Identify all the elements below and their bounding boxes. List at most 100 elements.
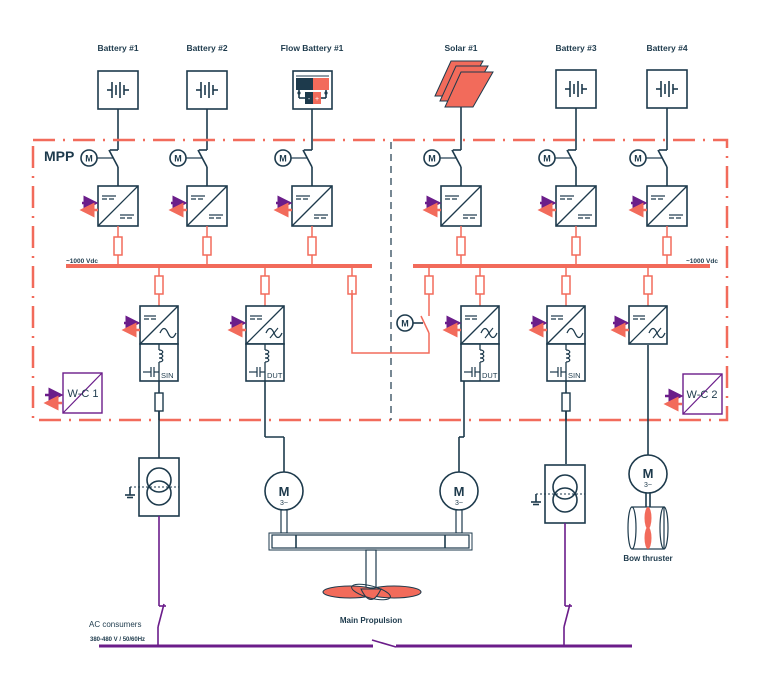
fuse-icon bbox=[260, 275, 270, 295]
motor-operator-label: M bbox=[634, 154, 642, 164]
motor-label: M bbox=[643, 466, 654, 481]
source-label-flow-battery-1: Flow Battery #1 bbox=[281, 43, 344, 53]
motor-label: M bbox=[454, 484, 465, 499]
dcdc-converter-2: M bbox=[168, 149, 228, 266]
inverter-1: SIN bbox=[121, 305, 179, 420]
dcdc-converter-3: M bbox=[273, 149, 333, 266]
battery-icon bbox=[186, 70, 228, 110]
source-label-battery-4: Battery #4 bbox=[646, 43, 687, 53]
dcdc-converter-6: M bbox=[628, 149, 688, 266]
fuse-icon bbox=[202, 236, 212, 256]
dc-bus-right-label: ~1000 Vdc bbox=[686, 258, 718, 265]
filter-label: SIN bbox=[161, 371, 174, 380]
motor-operator-icon bbox=[274, 149, 292, 167]
inverter-3: DUT bbox=[442, 305, 500, 382]
inverter-4: SIN bbox=[528, 305, 586, 420]
svg-text:-: - bbox=[308, 96, 311, 103]
source-label-solar-1: Solar #1 bbox=[444, 43, 477, 53]
mpp-boundary bbox=[31, 138, 729, 422]
dcdc-converter-1: M bbox=[79, 149, 139, 266]
motor-operator-icon bbox=[629, 149, 647, 167]
wc-unit-1: W-C 1 bbox=[43, 372, 103, 414]
source-label-battery-1: Battery #1 bbox=[97, 43, 138, 53]
bus-fuse-4 bbox=[424, 266, 434, 300]
source-label-battery-3: Battery #3 bbox=[555, 43, 596, 53]
fuse-icon bbox=[113, 236, 123, 256]
wc-unit-2: W-C 2 bbox=[663, 373, 723, 415]
fuse-icon bbox=[475, 275, 485, 295]
motor-label: M bbox=[279, 484, 290, 499]
fuse-icon bbox=[456, 236, 466, 256]
fuse-icon bbox=[561, 275, 571, 295]
transformer-icon bbox=[125, 457, 180, 517]
ac-bus bbox=[99, 516, 632, 648]
inverter-2: DUT bbox=[227, 305, 285, 382]
motor-operator-icon bbox=[80, 149, 98, 167]
propulsion-motor-1: M 3~ bbox=[264, 471, 304, 534]
switch-blade bbox=[566, 149, 577, 168]
fuse-icon bbox=[571, 236, 581, 256]
fuse-icon bbox=[561, 392, 571, 412]
bus-fuse-7 bbox=[643, 266, 653, 306]
switch-blade bbox=[451, 149, 462, 168]
dcdc-converter-4: M bbox=[422, 149, 482, 266]
switch-blade bbox=[657, 149, 668, 168]
bow-thruster-motor: M 3~ bbox=[628, 454, 668, 507]
fuse-icon bbox=[643, 275, 653, 295]
bus-tie: M bbox=[351, 290, 430, 354]
transformer-icon bbox=[531, 464, 586, 524]
filter-label: DUT bbox=[267, 371, 283, 380]
bus-fuse-5 bbox=[475, 266, 485, 306]
bow-thruster-label: Bow thruster bbox=[623, 554, 672, 563]
motor-phase-label: 3~ bbox=[280, 500, 288, 507]
propeller-icon bbox=[322, 583, 422, 601]
wc-unit-2-label: W-C 2 bbox=[687, 389, 718, 401]
motor-operator-icon bbox=[169, 149, 187, 167]
motor-operator-icon bbox=[423, 149, 441, 167]
solar-panel-icon bbox=[434, 60, 494, 108]
motor-operator-label: M bbox=[428, 154, 436, 164]
motor-operator-label: M bbox=[543, 154, 551, 164]
motor-operator-icon bbox=[538, 149, 556, 167]
motor-operator-label: M bbox=[279, 154, 287, 164]
fuse-icon bbox=[154, 275, 164, 295]
fuse-icon bbox=[307, 236, 317, 256]
bus-fuse-6 bbox=[561, 266, 571, 306]
switch-blade bbox=[108, 149, 119, 168]
ac-consumers-label: AC consumers bbox=[89, 620, 141, 629]
inductor-icon bbox=[479, 349, 485, 363]
bow-thruster-icon bbox=[627, 506, 669, 550]
switch-blade bbox=[197, 149, 208, 168]
wc-unit-1-label: W-C 1 bbox=[68, 388, 99, 400]
battery-icon bbox=[646, 69, 688, 109]
gearbox bbox=[268, 532, 473, 589]
dcdc-converter-5: M bbox=[537, 149, 597, 266]
ac-bus-rating-label: 380-480 V / 50/60Hz bbox=[90, 637, 145, 643]
bus-fuse-1 bbox=[154, 266, 164, 306]
inverter-5 bbox=[610, 305, 668, 345]
battery-icon bbox=[97, 70, 139, 110]
inductor-icon bbox=[158, 349, 164, 363]
motor-phase-label: 3~ bbox=[455, 500, 463, 507]
fuse-icon bbox=[154, 392, 164, 412]
main-propulsion-label: Main Propulsion bbox=[340, 616, 402, 625]
tie-motor-label: M bbox=[401, 319, 409, 329]
battery-icon bbox=[555, 69, 597, 109]
sine-wave-icon bbox=[566, 327, 584, 339]
source-feeders bbox=[117, 107, 668, 150]
sine-wave-icon bbox=[159, 327, 177, 339]
inductor-icon bbox=[565, 349, 571, 363]
inductor-icon bbox=[264, 349, 270, 363]
motor-operator-label: M bbox=[85, 154, 93, 164]
filter-label: SIN bbox=[568, 371, 581, 380]
propulsion-motor-2: M 3~ bbox=[439, 471, 479, 534]
bus-fuse-2 bbox=[260, 266, 270, 306]
load-feeders bbox=[158, 345, 649, 472]
fuse-icon bbox=[424, 275, 434, 295]
dc-bus-left-label: ~1000 Vdc bbox=[66, 258, 98, 265]
motor-operator-label: M bbox=[174, 154, 182, 164]
flow-battery-icon: - + bbox=[292, 70, 333, 110]
source-label-battery-2: Battery #2 bbox=[186, 43, 227, 53]
switch-blade bbox=[302, 149, 313, 168]
